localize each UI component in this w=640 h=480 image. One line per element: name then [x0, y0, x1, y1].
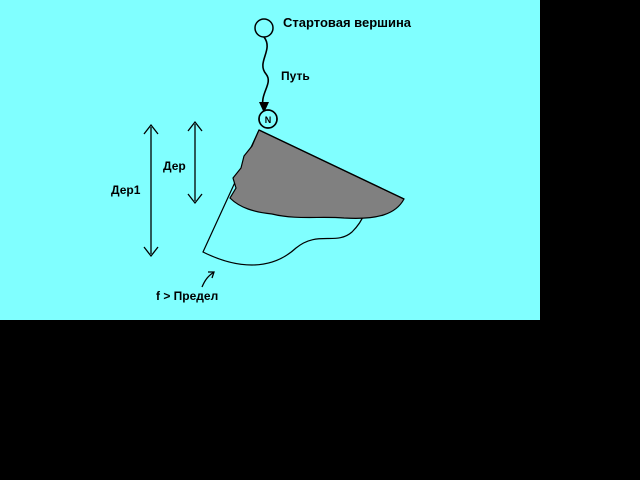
tree1-outline [202, 129, 365, 266]
tree-right-edge [258, 129, 405, 200]
path-arrowhead [259, 102, 269, 113]
tree1-label: Дер1 [111, 183, 141, 197]
node-n-outline [258, 109, 278, 129]
tree-depth-arrow-top [187, 120, 203, 132]
tree-depth-arrow-bottom [187, 193, 203, 205]
start-vertex-label: Стартовая вершина [283, 15, 412, 30]
path-label: Путь [281, 69, 310, 83]
node-n-label: N [265, 115, 272, 125]
diagram-panel: Стартовая вершина Путь N Дер1 Дер [0, 0, 540, 320]
limit-label: f > Предел [156, 289, 218, 303]
limit-pointer-head [208, 271, 215, 279]
tree1-depth-arrow-top [143, 123, 159, 135]
tree1-depth-arrow-bottom [143, 246, 159, 258]
limit-pointer [201, 271, 215, 288]
tree-shaded-region [229, 129, 405, 219]
tree-label: Дер [163, 159, 186, 173]
path-curve [261, 36, 270, 111]
search-tree-diagram: Стартовая вершина Путь N Дер1 Дер [0, 0, 540, 320]
